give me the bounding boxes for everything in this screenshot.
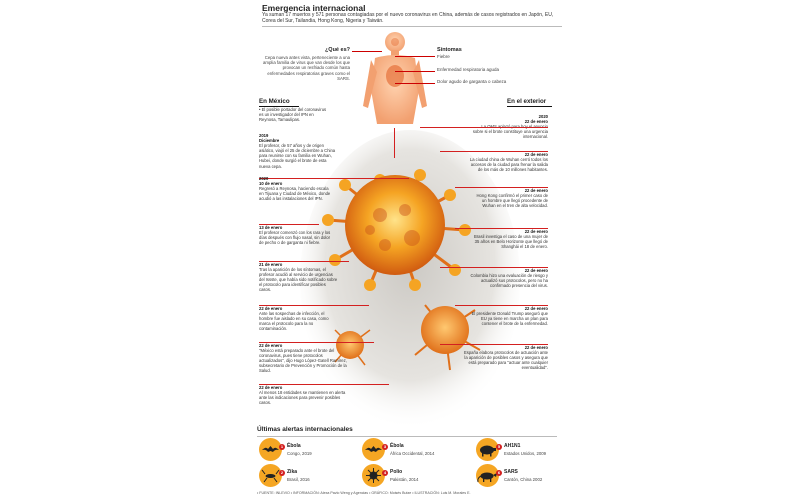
alert-place: Estados Unidos, 2009	[504, 451, 547, 456]
alert-icon-circle	[476, 438, 499, 461]
alert-place: África Occidental, 2014	[390, 451, 435, 456]
mexico-intro: • El posible portador del coronavirus es…	[259, 107, 327, 123]
alert-name: SARS	[504, 469, 518, 475]
alert-name: AH1N1	[504, 443, 521, 449]
timeline-connector	[455, 228, 548, 230]
timeline-connector	[455, 187, 548, 189]
alert-name: Ébola	[287, 443, 301, 449]
timeline-connector	[440, 151, 548, 153]
alerts-divider	[257, 436, 557, 437]
timeline-connector	[259, 224, 319, 226]
timeline-connector	[259, 342, 374, 344]
timeline-connector	[259, 305, 369, 307]
alert-icon-circle	[259, 438, 282, 461]
what-is-answer: Cepa nueva antes vista, perteneciente a …	[263, 55, 350, 81]
symptom-item: Enfermedad respiratoria aguda	[437, 67, 500, 72]
pig-icon	[480, 445, 496, 457]
human-body-figure	[363, 32, 427, 124]
alert-icon-circle	[259, 464, 282, 487]
timeline-spine	[394, 128, 395, 158]
alert-icon-circle	[476, 464, 499, 487]
symptom-pointer-3	[395, 83, 435, 84]
alert-place: Pakistán, 2014	[390, 477, 419, 482]
symptoms-heading: Síntomas	[437, 47, 462, 53]
timeline-connector	[259, 384, 389, 386]
abroad-heading: En el exterior	[507, 98, 547, 105]
alert-number: 3	[382, 444, 388, 450]
alert-place: Congo, 2019	[287, 451, 312, 456]
what-is-pointer	[352, 51, 382, 52]
mexico-heading-rule	[259, 106, 299, 107]
bat-icon	[365, 446, 382, 452]
timeline-connector	[259, 261, 349, 263]
alert-number: 2	[279, 470, 285, 476]
symptom-item: Dolor agudo de garganta o cabeza	[437, 79, 507, 84]
alert-icon-circle	[362, 464, 385, 487]
alert-number: 6	[496, 470, 502, 476]
credits-footer: • FUENTE: INLEVIO • INFORMACIÓN: Alexa P…	[257, 491, 471, 495]
timeline-connector	[440, 267, 548, 269]
abroad-heading-rule	[507, 106, 552, 107]
mosquito-icon	[261, 469, 280, 483]
timeline-connector	[420, 127, 548, 129]
mexico-event: 22 de enero"México está preparado ante e…	[259, 343, 347, 374]
page-title: Emergencia internacional	[262, 3, 366, 13]
symptom-pointer-2	[395, 71, 435, 72]
alert-number: 4	[382, 470, 388, 476]
coronavirus-illustration	[300, 130, 520, 430]
alerts-heading: Últimas alertas internacionales	[257, 426, 353, 433]
timeline-connector	[440, 344, 548, 346]
alert-name: Zika	[287, 469, 298, 475]
alert-icon-circle	[362, 438, 385, 461]
timeline-connector	[259, 178, 409, 180]
alert-name: Ébola	[390, 443, 404, 449]
alert-name: Polio	[390, 469, 403, 475]
alert-place: Cantón, China 2002	[504, 477, 543, 482]
bat-icon	[262, 446, 279, 452]
mexico-heading: En México	[259, 98, 290, 105]
alert-number: 5	[496, 444, 502, 450]
virus-icon	[366, 468, 381, 483]
page-subtitle: Ya suman 17 muertos y 571 personas conta…	[262, 12, 554, 25]
symptom-pointer-1	[395, 56, 435, 57]
timeline-connector	[455, 305, 548, 307]
symptom-item: Fiebre	[437, 54, 450, 59]
alert-place: Brasil, 2016	[287, 477, 310, 482]
what-is-question: ¿Qué es?	[324, 47, 350, 53]
header-divider	[262, 26, 562, 27]
civet-icon	[477, 472, 497, 483]
alert-number: 1	[279, 444, 285, 450]
